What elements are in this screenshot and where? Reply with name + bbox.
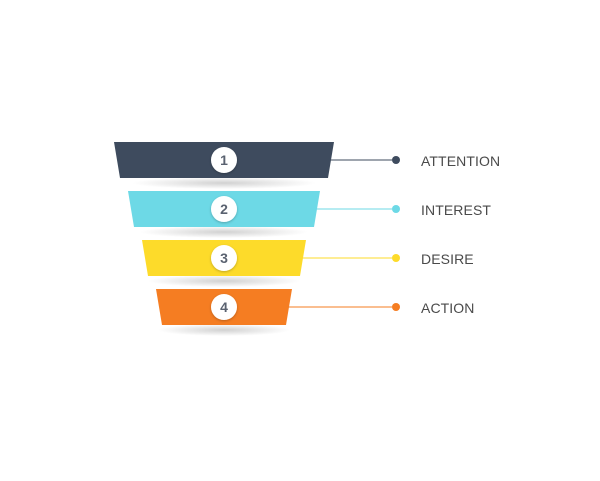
funnel-stage-1 — [114, 142, 400, 189]
stage-4-label: ACTION — [421, 300, 475, 316]
stage-3-badge — [211, 245, 237, 271]
stage-1-number: 1 — [220, 152, 228, 168]
stage-3-number: 3 — [220, 250, 228, 266]
funnel-stage-2 — [128, 191, 400, 238]
funnel-stage-4 — [156, 289, 400, 336]
stage-4-shadow — [158, 324, 290, 336]
stage-2-badge — [211, 196, 237, 222]
stage-1-dot — [392, 156, 400, 164]
stage-3-dot — [392, 254, 400, 262]
stage-3-label: DESIRE — [421, 251, 474, 267]
stage-1-badge — [211, 147, 237, 173]
stage-4-number: 4 — [220, 299, 228, 315]
stage-1-label: ATTENTION — [421, 153, 501, 169]
stage-2-shadow — [140, 226, 308, 238]
stage-2-number: 2 — [220, 201, 228, 217]
stage-1-shadow — [132, 177, 316, 189]
stage-2-label: INTEREST — [421, 202, 492, 218]
funnel-stage-3 — [142, 240, 400, 287]
stage-4-dot — [392, 303, 400, 311]
stage-3-shadow — [148, 275, 300, 287]
stage-2-dot — [392, 205, 400, 213]
stage-4-badge — [211, 294, 237, 320]
